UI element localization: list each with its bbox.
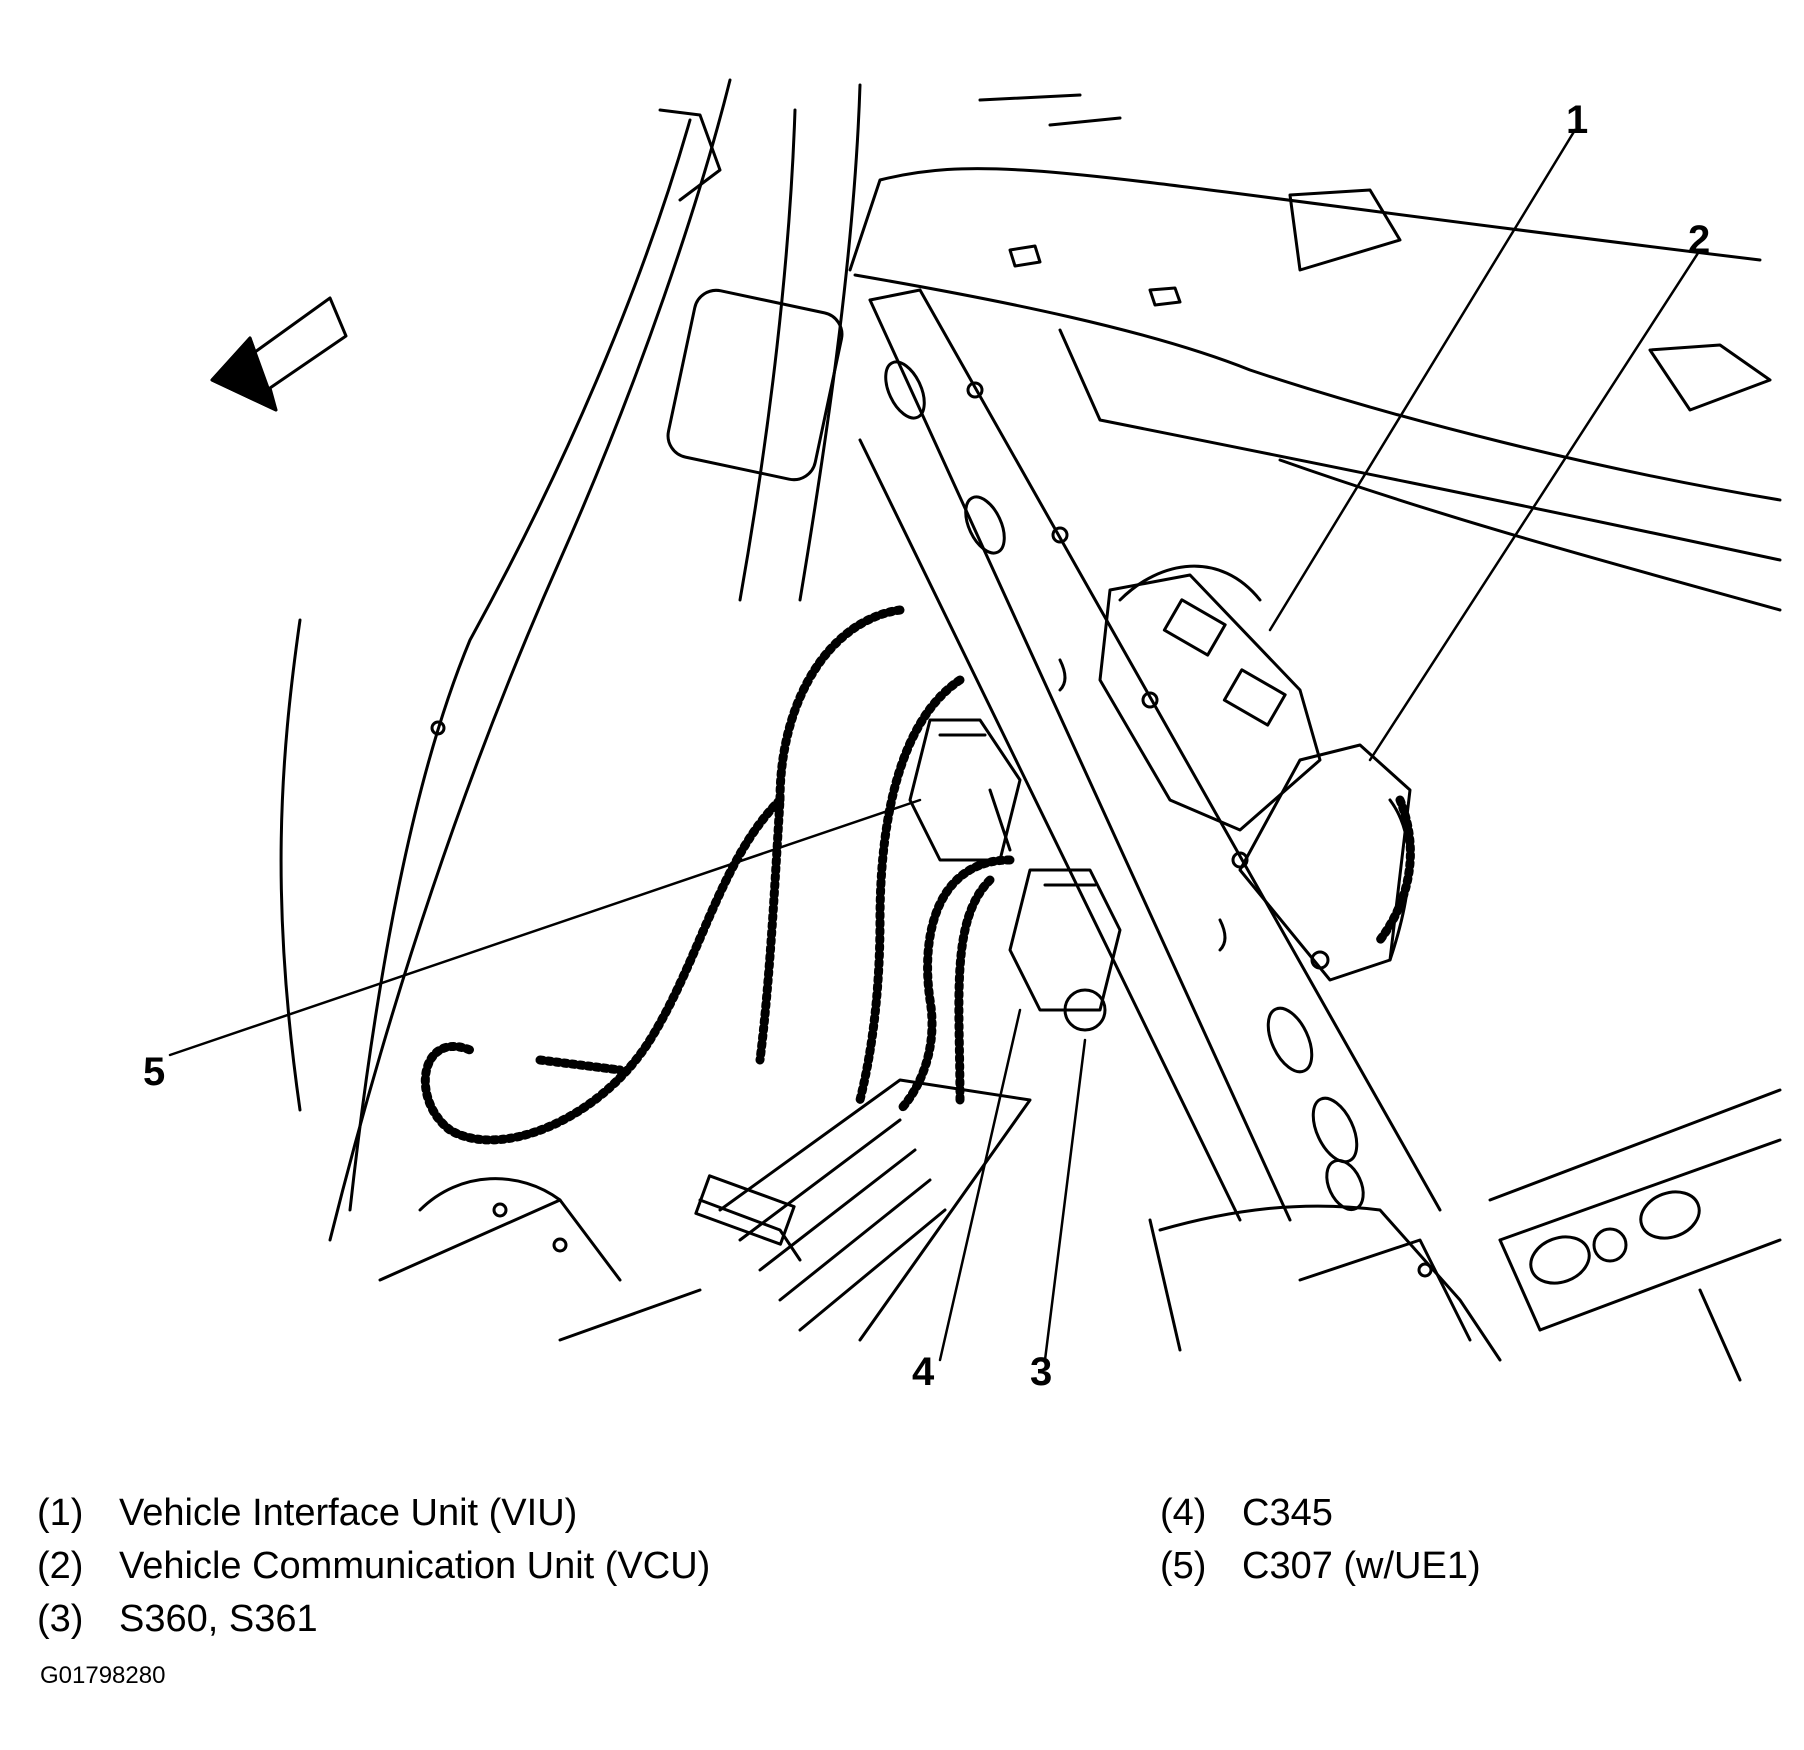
callout-1: 1 [1566,98,1589,142]
legend-text: Vehicle Interface Unit (VIU) [119,1492,578,1534]
legend-item-3: (3) S360, S361 [37,1598,318,1641]
wiring-harness [420,605,1415,1145]
floor-panel [378,1078,1032,1342]
legend-number: (4) [1160,1492,1207,1534]
rear-shelf-panel [848,93,1782,612]
legend-number: (5) [1160,1545,1207,1587]
legend-text: C345 [1242,1492,1333,1534]
vehicle-communication-unit-module [1238,743,1412,982]
body-pillar [279,78,862,1242]
legend-item-1: (1) Vehicle Interface Unit (VIU) [37,1492,577,1535]
legend-item-5: (5) C307 (w/UE1) [1160,1545,1481,1588]
connector-c345 [1008,868,1122,1032]
callout-5: 5 [143,1050,166,1094]
crossmember [1148,1088,1782,1382]
legend-text: C307 (w/UE1) [1242,1545,1481,1587]
callout-leader-lines [168,128,1702,1362]
callout-3: 3 [1030,1350,1053,1394]
legend-text: Vehicle Communication Unit (VCU) [119,1545,711,1587]
callout-4: 4 [912,1350,935,1394]
legend-number: (2) [37,1545,84,1587]
mounting-rail [858,288,1442,1222]
legend-number: (3) [37,1598,84,1640]
legend-number: (1) [37,1492,84,1534]
legend-text: S360, S361 [119,1598,318,1640]
callout-2: 2 [1688,218,1711,262]
connector-c307 [908,718,1022,862]
forward-arrow-icon [210,296,348,412]
legend-item-4: (4) C345 [1160,1492,1333,1535]
figure-code: G01798280 [40,1662,166,1689]
legend-item-2: (2) Vehicle Communication Unit (VCU) [37,1545,710,1588]
vehicle-interface-unit-module [1098,564,1322,832]
